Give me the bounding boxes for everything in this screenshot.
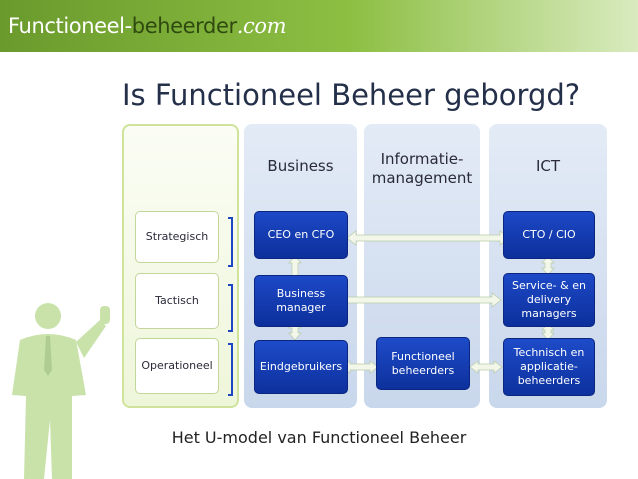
site-header: Functioneel-beheerder.com bbox=[0, 0, 638, 52]
box-functional-managers: Functioneel beheerders bbox=[376, 337, 470, 390]
bracket-operational bbox=[228, 343, 233, 396]
brand-logo[interactable]: Functioneel-beheerder.com bbox=[8, 14, 287, 38]
level-operational: Operationeel bbox=[135, 338, 219, 394]
box-ceo-cfo: CEO en CFO bbox=[254, 211, 348, 259]
box-business-manager: Business manager bbox=[254, 275, 348, 327]
businessman-illustration bbox=[12, 303, 110, 479]
information-management-header: Informatie- management bbox=[371, 150, 473, 187]
bracket-strategic bbox=[228, 217, 233, 267]
box-end-users: Eindgebruikers bbox=[254, 340, 348, 394]
ict-header: ICT bbox=[535, 157, 561, 175]
page-title: Is Functioneel Beheer geborgd? bbox=[122, 78, 581, 112]
figure-caption: Het U-model van Functioneel Beheer bbox=[171, 428, 467, 447]
brand-part-1: Functioneel- bbox=[8, 14, 132, 38]
business-header: Business bbox=[267, 157, 334, 175]
level-strategic: Strategisch bbox=[135, 211, 219, 263]
box-technical-application-managers: Technisch en applicatie- beheerders bbox=[503, 338, 595, 396]
brand-part-2: beheerder bbox=[131, 14, 237, 38]
brand-part-3: .com bbox=[236, 14, 287, 38]
arrow-strategic-business-ict bbox=[346, 230, 510, 246]
level-tactical: Tactisch bbox=[135, 273, 219, 329]
box-service-delivery-managers: Service- & en delivery managers bbox=[503, 273, 595, 327]
arrow-operational-info-ict bbox=[469, 360, 503, 374]
arrow-tactical-business-ict bbox=[331, 292, 502, 308]
box-cto-cio: CTO / CIO bbox=[503, 211, 595, 259]
bracket-tactical bbox=[228, 284, 233, 332]
